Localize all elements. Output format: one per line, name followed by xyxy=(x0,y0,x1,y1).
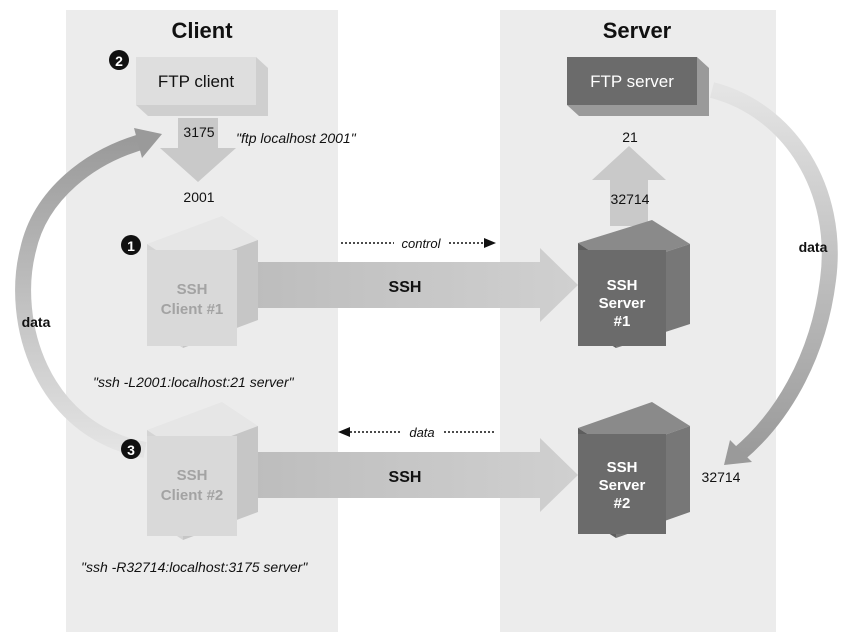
ssh-tunnel-1 xyxy=(255,248,578,322)
ssh-client-2-cube xyxy=(147,402,258,540)
server-column-title: Server xyxy=(603,18,672,43)
ftp-server-up-arrow xyxy=(592,146,666,226)
left-data-label: data xyxy=(22,314,51,330)
ssh-client-2-line1: SSH xyxy=(177,467,208,484)
ssh-server-2-cube xyxy=(578,402,690,538)
ssh-client-2-line2: Client #2 xyxy=(161,487,224,504)
ssh-server-2-port: 32714 xyxy=(702,469,741,485)
ssh-server-2-line1: SSH xyxy=(607,459,638,476)
ftp-client-box xyxy=(136,57,268,116)
ssh-client-1-line1: SSH xyxy=(177,281,208,298)
step-3-marker xyxy=(121,439,141,459)
ssh-client-1-cube xyxy=(147,216,258,348)
ssh-client-1-command: "ssh -L2001:localhost:21 server" xyxy=(93,374,295,390)
right-data-label: data xyxy=(799,239,828,255)
ssh-client-2-command: "ssh -R32714:localhost:3175 server" xyxy=(81,559,308,575)
left-data-loop-arrow xyxy=(15,128,162,458)
ftp-client-port-2001: 2001 xyxy=(183,189,214,205)
ftp-server-box xyxy=(567,57,709,116)
right-data-loop-arrow xyxy=(709,82,838,465)
client-column-title: Client xyxy=(171,18,233,43)
ftp-client-port-3175: 3175 xyxy=(183,124,214,140)
ssh-tunnel-2-label: SSH xyxy=(389,469,422,486)
ftp-server-port-32714: 32714 xyxy=(611,191,650,207)
data-dashed-label: data xyxy=(409,425,434,440)
ssh-tunnel-1-label: SSH xyxy=(389,279,422,296)
ssh-tunnel-2 xyxy=(255,438,578,512)
ftp-client-command: "ftp localhost 2001" xyxy=(236,130,357,146)
step-1-number: 1 xyxy=(127,238,135,254)
step-1-marker xyxy=(121,235,141,255)
ftp-server-label: FTP server xyxy=(590,72,674,91)
control-dashed-arrow xyxy=(341,238,496,248)
ftp-client-down-arrow xyxy=(160,118,236,182)
data-dashed-arrow xyxy=(338,427,496,437)
step-2-marker xyxy=(109,50,129,70)
ftp-client-label: FTP client xyxy=(158,72,234,91)
ssh-server-2-line2: Server xyxy=(599,477,646,494)
step-2-number: 2 xyxy=(115,53,123,69)
control-label: control xyxy=(401,236,441,251)
step-3-number: 3 xyxy=(127,442,135,458)
ssh-server-1-line3: #1 xyxy=(614,313,631,330)
ssh-server-2-line3: #2 xyxy=(614,495,631,512)
ftp-server-port-21: 21 xyxy=(622,129,638,145)
ssh-server-1-line1: SSH xyxy=(607,277,638,294)
ssh-client-1-line2: Client #1 xyxy=(161,301,224,318)
ssh-server-1-line2: Server xyxy=(599,295,646,312)
ssh-server-1-cube xyxy=(578,220,690,348)
